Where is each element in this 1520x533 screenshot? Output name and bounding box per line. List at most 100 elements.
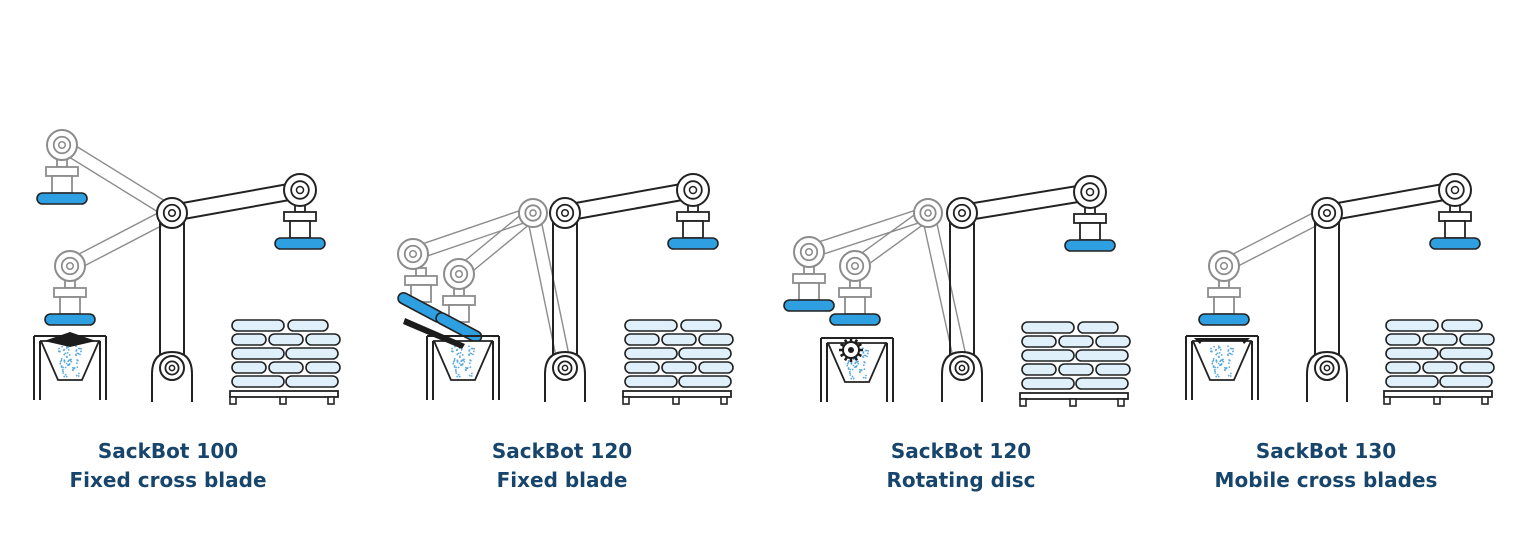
pallet-deck: [622, 390, 732, 398]
sack-icon: [1021, 335, 1057, 348]
pallet-leg: [1069, 398, 1077, 407]
arm-link: [850, 207, 933, 272]
sack-icon: [1021, 321, 1075, 334]
disc-hub: [848, 347, 854, 353]
pallet-icon: [229, 319, 341, 405]
sack-icon: [1385, 347, 1439, 360]
powder-icon: [1209, 345, 1235, 378]
arm-link: [1220, 206, 1331, 273]
joint-icon: [518, 198, 548, 228]
arm-link: [159, 213, 185, 368]
joint-icon: [676, 173, 710, 207]
caption-sackbot-100: SackBot 100 Fixed cross blade: [0, 437, 358, 495]
caption-cutter: Fixed blade: [496, 468, 628, 492]
panel-sackbot-120-rotating-disc: [783, 175, 1131, 407]
pallet-icon: [622, 319, 734, 405]
gripper-pad: [435, 311, 483, 343]
caption-model: SackBot 130: [1255, 439, 1397, 463]
arm-link: [920, 211, 970, 370]
arm-link: [454, 207, 538, 280]
mobile-blade-bar: [1202, 338, 1242, 341]
hopper-icon: [403, 318, 500, 400]
arm-link: [1325, 181, 1457, 222]
sack-icon: [231, 375, 285, 388]
joint-icon: [1314, 355, 1340, 381]
pallet-deck: [229, 390, 339, 398]
caption-sackbot-120-fixed: SackBot 120 Fixed blade: [372, 437, 752, 495]
hopper-frame: [426, 335, 500, 400]
pallet-leg: [327, 396, 335, 405]
gripper-pad: [1064, 239, 1116, 252]
panel-sackbot-130-mobile-cross-blades: [1185, 173, 1495, 405]
articulated-robot-arm-icon: [941, 175, 1116, 402]
sack-icon: [661, 333, 697, 346]
gripper-icon: [829, 279, 881, 326]
sack-icon: [624, 333, 660, 346]
joint-icon: [46, 129, 78, 161]
arm-link: [525, 211, 573, 370]
caption-cutter: Rotating disc: [886, 468, 1036, 492]
gripper-icon: [783, 265, 835, 312]
sack-icon: [1095, 335, 1131, 348]
arm-link: [563, 181, 695, 222]
joint-icon: [159, 355, 185, 381]
joint-icon: [949, 355, 975, 381]
pallet-leg: [720, 396, 728, 405]
sack-icon: [1439, 347, 1493, 360]
sack-icon: [1385, 333, 1421, 346]
arm-link: [410, 206, 536, 261]
pallet-leg: [1433, 396, 1441, 405]
sack-icon: [1075, 349, 1129, 362]
joint-icon: [397, 238, 429, 270]
panel-sackbot-120-fixed-blade: [397, 173, 734, 405]
pallet-leg: [229, 396, 237, 405]
sack-icon: [1021, 349, 1075, 362]
pallet-leg: [1481, 396, 1489, 405]
arm-link: [960, 183, 1092, 222]
pallet-icon: [1019, 321, 1131, 407]
sack-icon: [231, 319, 285, 332]
hopper-icon: [33, 332, 107, 400]
caption-model: SackBot 100: [97, 439, 239, 463]
hopper-frame: [1185, 335, 1259, 400]
joint-icon: [156, 197, 188, 229]
gripper-icon: [1064, 205, 1116, 252]
arm-link: [552, 213, 578, 368]
gripper-pad: [44, 313, 96, 326]
ghost-robot-positions: [1198, 206, 1331, 326]
arm-link: [170, 181, 302, 222]
pallet-leg: [622, 396, 630, 405]
gripper-icon: [397, 267, 445, 323]
sack-icon: [698, 333, 734, 346]
pallet-leg: [672, 396, 680, 405]
sack-icon: [624, 361, 660, 374]
joint-icon: [552, 355, 578, 381]
sack-icon: [1459, 333, 1495, 346]
sack-icon: [1077, 321, 1119, 334]
sack-icon: [268, 361, 304, 374]
sack-icon: [231, 333, 267, 346]
robot-base-icon: [941, 350, 983, 402]
robot-base-icon: [151, 350, 193, 402]
pallet-leg: [1383, 396, 1391, 405]
powder-icon: [844, 347, 870, 380]
disc-teeth: [839, 338, 863, 362]
pallet-deck: [1019, 392, 1129, 400]
gripper-pad: [783, 299, 835, 312]
sack-icon: [1021, 377, 1075, 390]
robot-base-icon: [1306, 350, 1348, 402]
joint-icon: [1438, 173, 1472, 207]
sack-icon: [678, 375, 732, 388]
hopper-frame: [820, 337, 894, 402]
sack-icon: [1095, 363, 1131, 376]
sack-icon: [1385, 319, 1439, 332]
sack-icon: [678, 347, 732, 360]
arm-link: [806, 206, 931, 259]
pallet-icon: [1383, 319, 1495, 405]
caption-cutter: Fixed cross blade: [69, 468, 267, 492]
ghost-robot-positions: [36, 129, 176, 326]
fixed-blade-icon: [403, 318, 465, 349]
pallet-leg: [279, 396, 287, 405]
powder-icon: [450, 345, 476, 378]
sack-icon: [268, 333, 304, 346]
